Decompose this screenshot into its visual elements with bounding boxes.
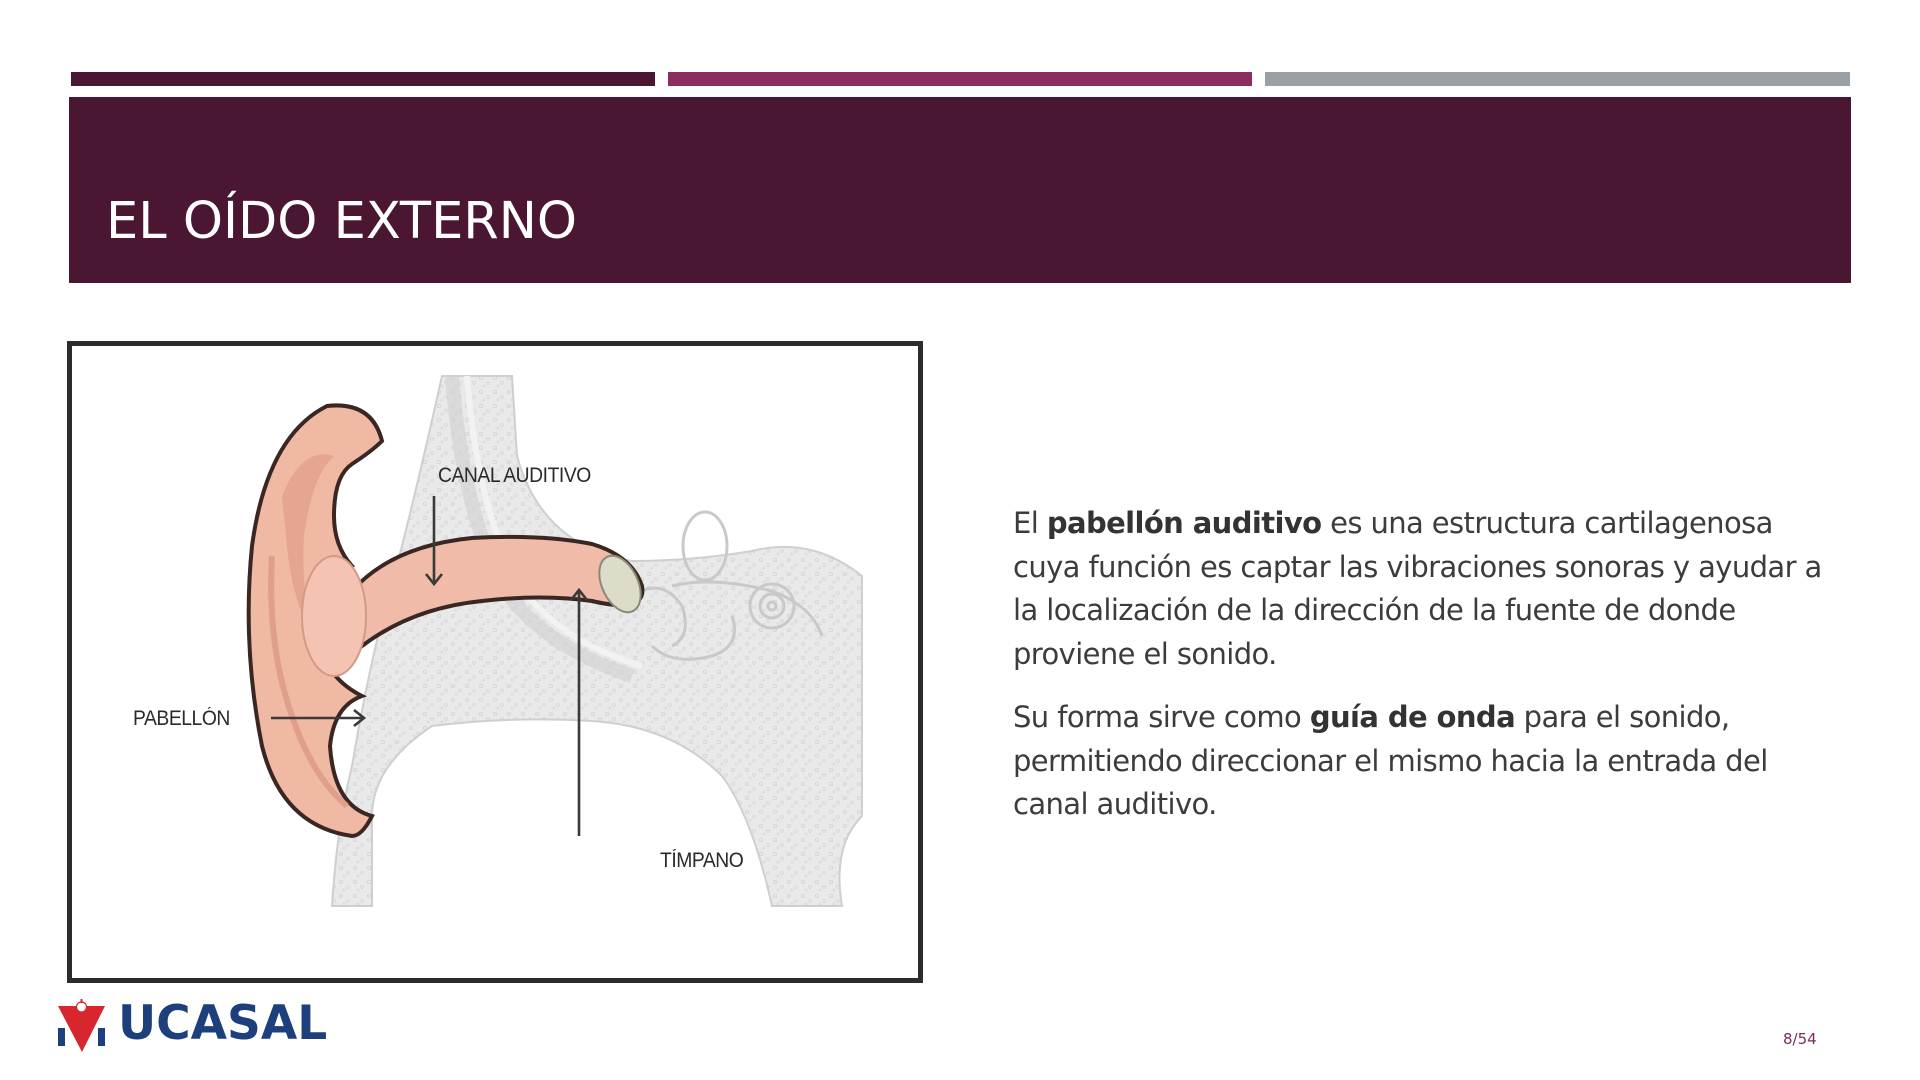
page-indicator: 8/54	[1783, 1030, 1817, 1048]
label-pabellon: PABELLÓN	[133, 707, 230, 730]
term-pabellon-auditivo: pabellón auditivo	[1046, 506, 1322, 540]
temporal-bone-shape	[330, 375, 863, 907]
body-text: El pabellón auditivo es una estructura c…	[1013, 502, 1843, 847]
label-canal-auditivo: CANAL AUDITIVO	[438, 464, 591, 487]
ear-anatomy-illustration	[246, 375, 863, 907]
accent-bar-dark	[71, 72, 655, 86]
slide-title: EL OÍDO EXTERNO	[106, 192, 578, 251]
ucasal-shield-icon	[58, 999, 105, 1052]
label-arrows	[271, 496, 589, 836]
paragraph-guia-de-onda: Su forma sirve como guía de onda para el…	[1013, 700, 1768, 821]
inner-ear-icon	[631, 510, 824, 661]
eardrum-shape	[598, 554, 642, 614]
label-timpano: TÍMPANO	[660, 849, 744, 872]
term-guia-de-onda: guía de onda	[1309, 700, 1516, 734]
paragraph-pabellon: El pabellón auditivo es una estructura c…	[1013, 506, 1822, 671]
ucasal-wordmark: UCASAL	[118, 996, 328, 1051]
accent-bar-grey	[1265, 72, 1850, 86]
accent-bar-magenta	[668, 72, 1252, 86]
title-band	[69, 97, 1851, 283]
ear-diagram-figure: CANAL AUDITIVO PABELLÓN TÍMPANO	[67, 341, 923, 983]
ear-canal-shape	[349, 534, 645, 650]
ucasal-logo: UCASAL	[58, 996, 328, 1054]
